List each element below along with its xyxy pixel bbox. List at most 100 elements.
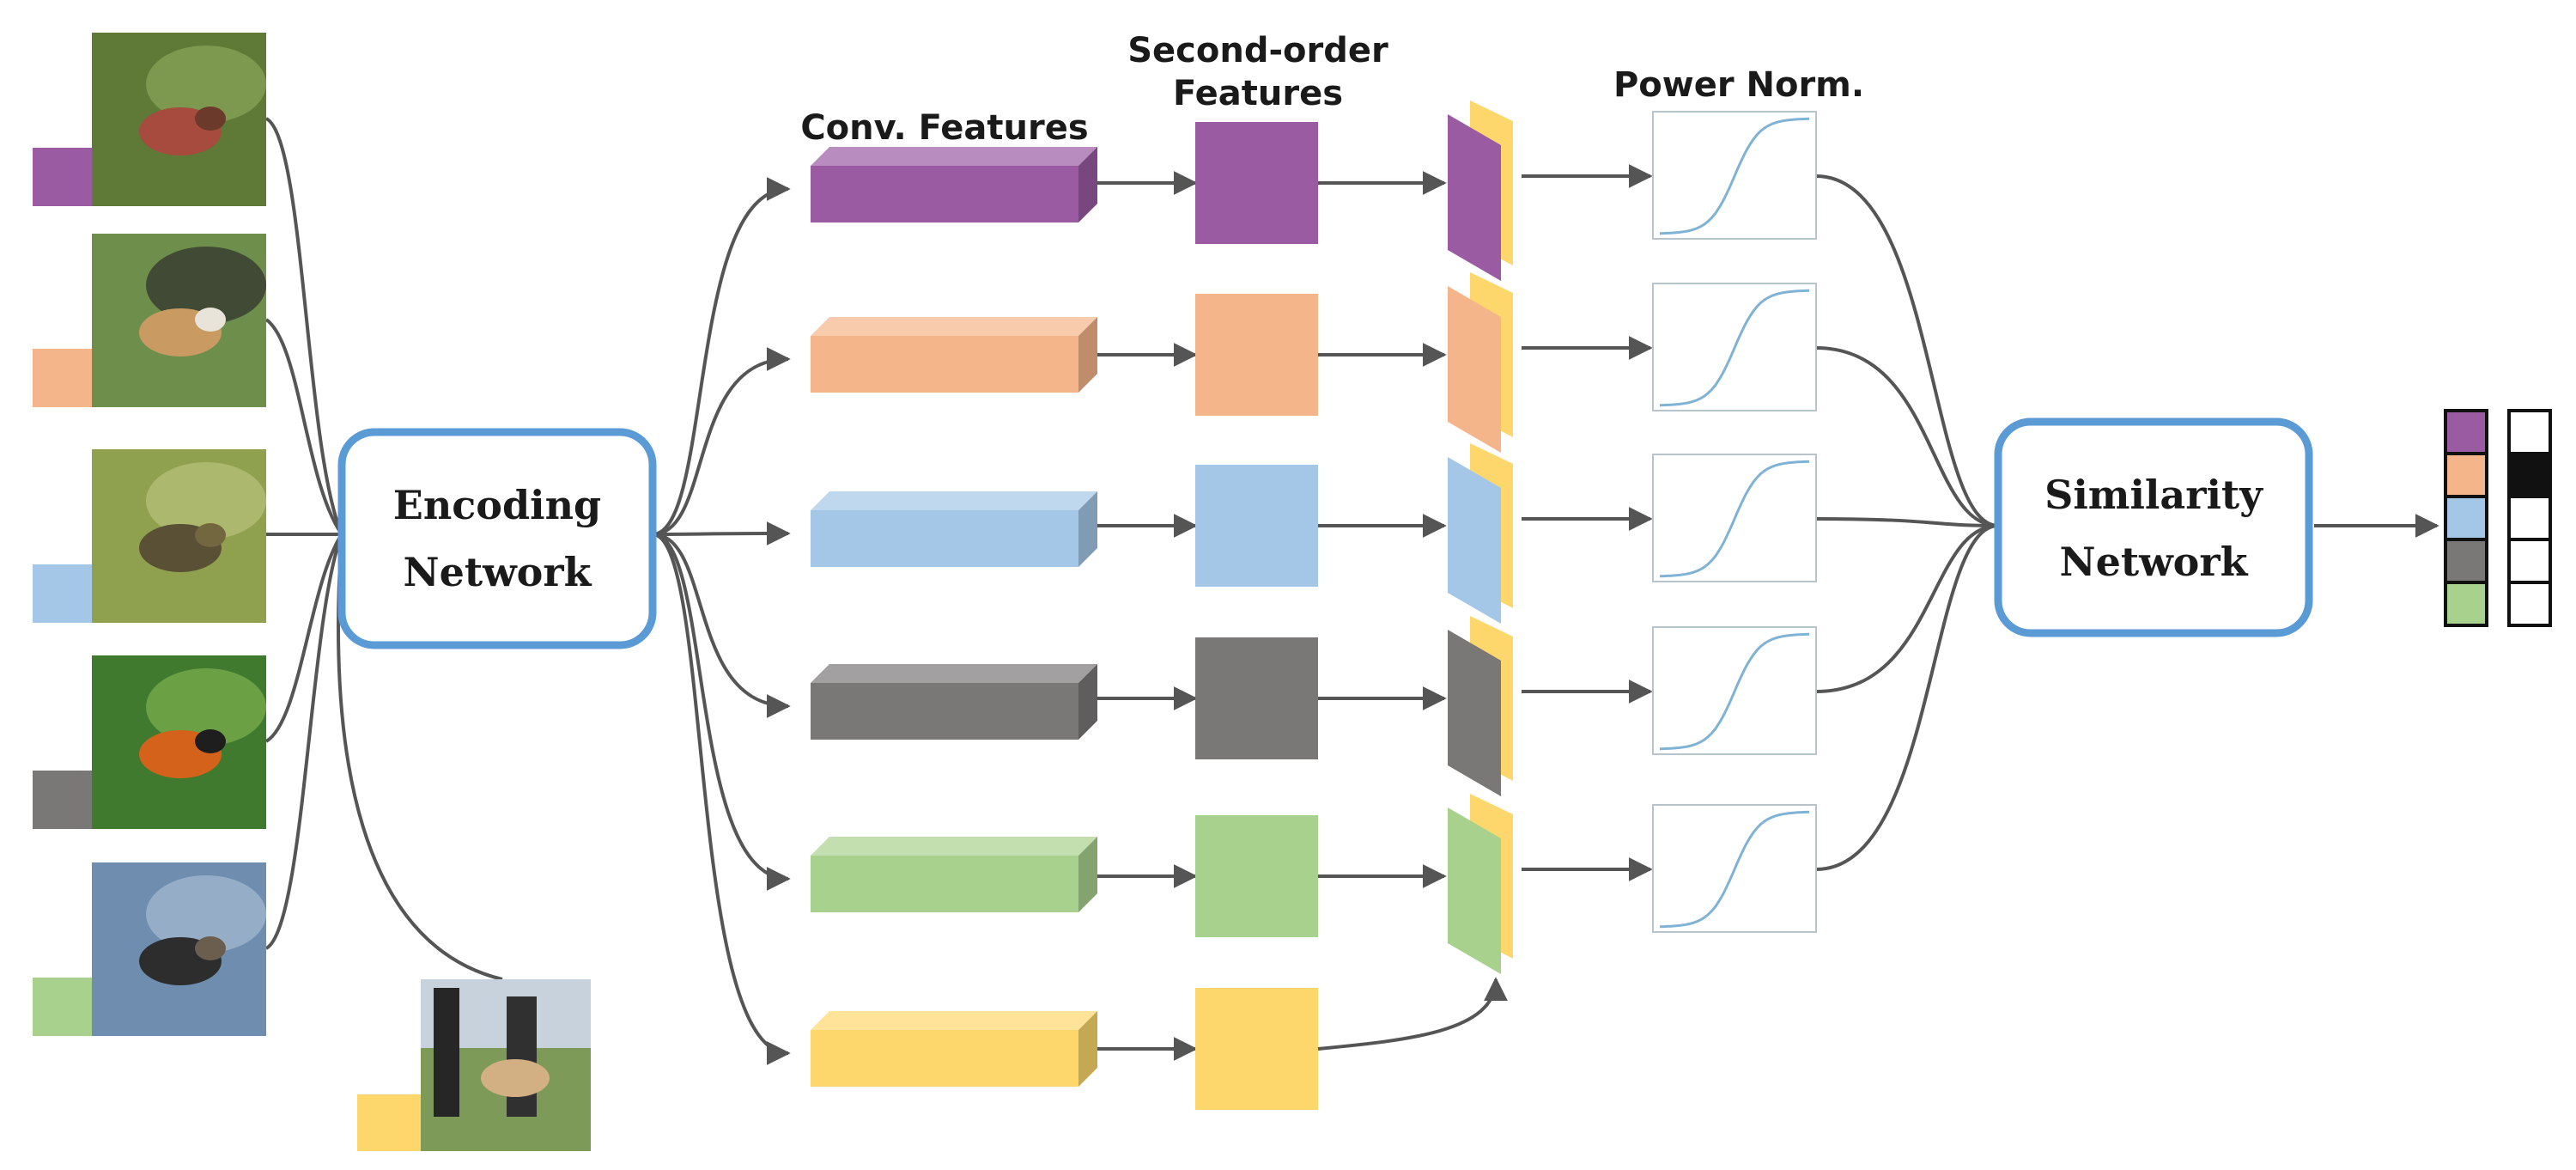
encoding-network-label-line2: Network [404,549,592,595]
pipeline-row-yellow [811,977,1508,1110]
photo-backdrop [146,247,266,324]
power-norm-to-similarity-link-gray [1815,524,1999,693]
photo-backdrop [146,462,266,539]
support-class-tag-gray [33,771,92,829]
conv-block-top-gray [811,664,1097,683]
query-to-pair-arrow [1317,977,1508,1051]
conv-block-top-purple [811,147,1097,166]
power-norm-curve-blue [1659,460,1810,578]
output-score-cell-purple [2507,409,2552,455]
output-score-cell-green [2507,581,2552,627]
encoder-to-conv-arrow-orange [652,347,791,536]
power-norm-curve-gray [1659,632,1810,751]
input-link-6 [337,533,503,981]
input-link-5 [264,533,343,950]
support-plane-purple [1448,114,1501,281]
conv-feature-block-green [811,856,1078,912]
encoder-to-conv-arrow-blue [652,521,791,546]
pipeline-rows [811,101,1817,1110]
support-images [33,33,266,1036]
conv-feature-block-gray [811,683,1078,740]
power-norm-curve-purple [1659,117,1810,235]
pipeline-row-gray [811,616,1817,796]
encoder-output-connections [652,177,791,1065]
second-order-feature-gray [1195,637,1318,759]
second-order-feature-green [1195,815,1318,937]
photo-subject-detail [195,523,226,547]
support-plane-blue [1448,457,1501,624]
conv-block-side-blue [1078,491,1097,567]
support-plane-green [1448,807,1501,974]
support-plane-orange [1448,286,1501,453]
input-link-4 [264,533,343,743]
query-photo-person [434,988,459,1117]
query-photo-person-2 [507,996,537,1117]
similarity-network-label-line1: Similarity [2044,472,2263,518]
power-norm-to-similarity-link-green [1815,524,1999,871]
encoder-to-conv-arrow-green [652,533,791,891]
input-link-2 [264,318,343,536]
photo-subject-detail [195,107,226,131]
output-class-cell-green [2444,581,2488,627]
conv-block-top-orange [811,317,1097,336]
header-power-norm: Power Norm. [1613,65,1864,105]
support-class-tag-blue [33,564,92,623]
photo-subject-detail [195,936,226,960]
query-image [357,979,591,1151]
header-second-order-line2: Features [1173,74,1343,113]
similarity-input-connections [1815,174,1999,871]
encoding-network-box: Encoding Network [337,428,657,649]
conv-block-side-orange [1078,317,1097,393]
photo-backdrop [146,875,266,953]
second-order-feature-purple [1195,122,1318,244]
conv-feature-block-purple [811,166,1078,222]
support-image-bird [33,33,266,206]
pipeline-row-orange [811,272,1817,453]
pipeline-row-green [811,794,1817,974]
conv-block-side-gray [1078,664,1097,740]
query-class-tag-yellow [357,1094,421,1151]
output-score-cell-orange [2507,452,2552,498]
query-photo-dog [481,1059,550,1097]
encoding-network-border [337,428,657,649]
support-class-tag-orange [33,349,92,407]
photo-backdrop [146,668,266,746]
conv-block-side-purple [1078,147,1097,222]
second-order-feature-orange [1195,294,1318,416]
photo-backdrop [146,46,266,123]
similarity-network-box: Similarity Network [1994,417,2313,637]
encoder-to-conv-arrow-purple [652,177,791,536]
encoder-to-conv-arrow-gray [652,533,791,718]
similarity-network-label-line2: Network [2060,539,2249,585]
second-order-feature-yellow [1195,988,1318,1110]
output-class-cell-purple [2444,409,2488,455]
conv-block-top-yellow [811,1011,1097,1030]
similarity-network-border [1994,417,2313,637]
input-connections [264,117,503,981]
power-norm-curve-green [1659,810,1810,929]
conv-block-top-green [811,837,1097,856]
output-class-cell-blue [2444,495,2488,541]
conv-feature-block-blue [811,510,1078,567]
photo-subject-detail [195,308,226,332]
conv-feature-block-orange [811,336,1078,393]
output-score-cell-gray [2507,538,2552,584]
pipeline-row-blue [811,443,1817,624]
power-norm-to-similarity-link-orange [1815,346,1999,527]
photo-subject-detail [195,729,226,753]
header-second-order-line1: Second-order [1127,31,1388,70]
encoding-network-label-line1: Encoding [393,482,601,528]
conv-feature-block-yellow [811,1030,1078,1087]
support-class-tag-green [33,978,92,1036]
output-score-cell-blue [2507,495,2552,541]
power-norm-to-similarity-link-purple [1815,174,1999,527]
support-image-saluki-dog [33,234,266,407]
conv-block-side-yellow [1078,1011,1097,1087]
output-class-cell-orange [2444,452,2488,498]
support-image-crane-fly [33,449,266,623]
support-plane-gray [1448,630,1501,796]
encoder-to-conv-arrow-yellow [652,533,791,1065]
output-class-cell-gray [2444,538,2488,584]
